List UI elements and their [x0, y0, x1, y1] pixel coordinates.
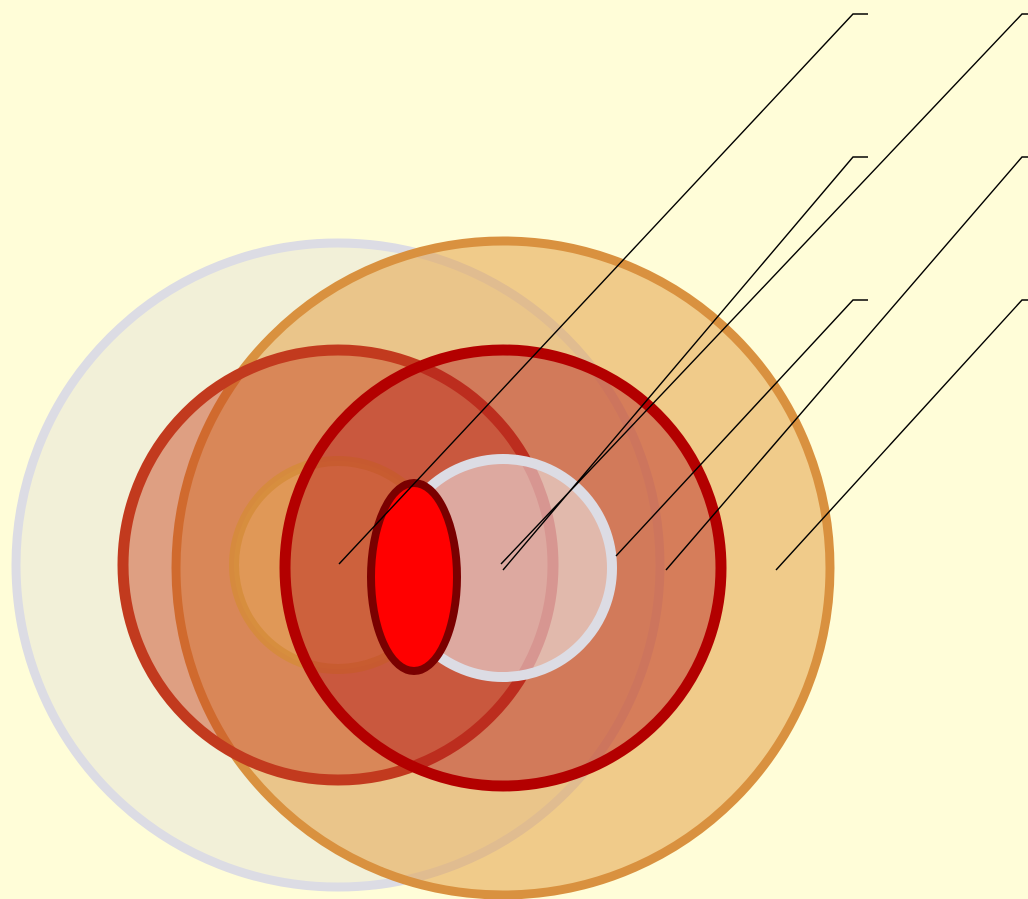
- callout-6-line: [776, 300, 1028, 570]
